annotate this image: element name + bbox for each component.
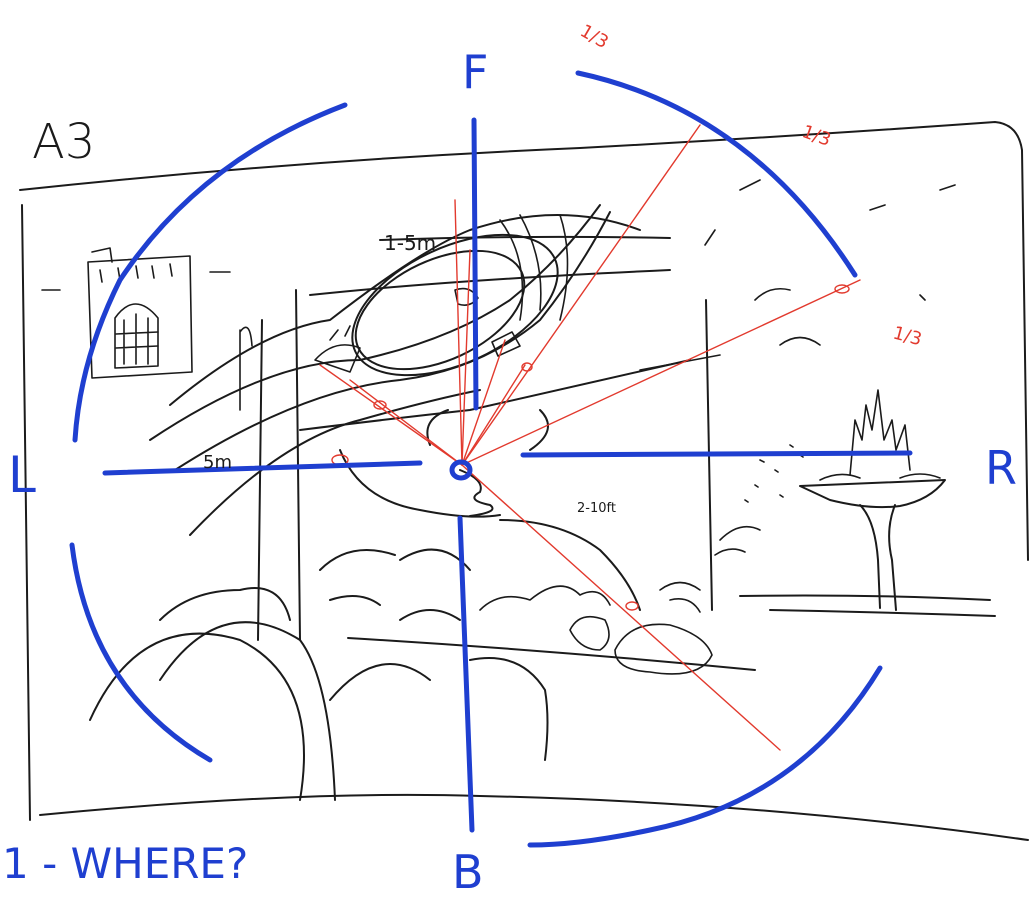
direction-front-label: F bbox=[462, 45, 488, 99]
thirds-mark-2: 1/3 bbox=[799, 121, 833, 151]
thirds-mark-1: 1/3 bbox=[576, 20, 612, 53]
ground-line bbox=[40, 795, 1028, 840]
paper-size-label: A3 bbox=[32, 114, 95, 170]
compass-arc-front-right bbox=[578, 73, 855, 275]
dimension-note-1: 1-5m bbox=[384, 231, 436, 255]
direction-back-label: B bbox=[452, 845, 484, 899]
thirds-mark-3: 1/3 bbox=[891, 323, 924, 351]
direction-left-label: L bbox=[8, 446, 36, 504]
dimension-note-3: 2-10ft bbox=[577, 501, 616, 516]
dimension-note-2: 5m bbox=[203, 452, 232, 473]
direction-right-label: R bbox=[985, 441, 1017, 495]
axis-front bbox=[474, 120, 476, 408]
question-label: 1 - WHERE? bbox=[2, 839, 248, 888]
axis-right bbox=[523, 453, 910, 455]
building-sketch bbox=[42, 248, 252, 410]
compass bbox=[72, 73, 910, 845]
axis-left bbox=[105, 463, 420, 473]
compass-arc-back-right bbox=[530, 668, 880, 845]
fountain-sketch bbox=[740, 390, 995, 616]
